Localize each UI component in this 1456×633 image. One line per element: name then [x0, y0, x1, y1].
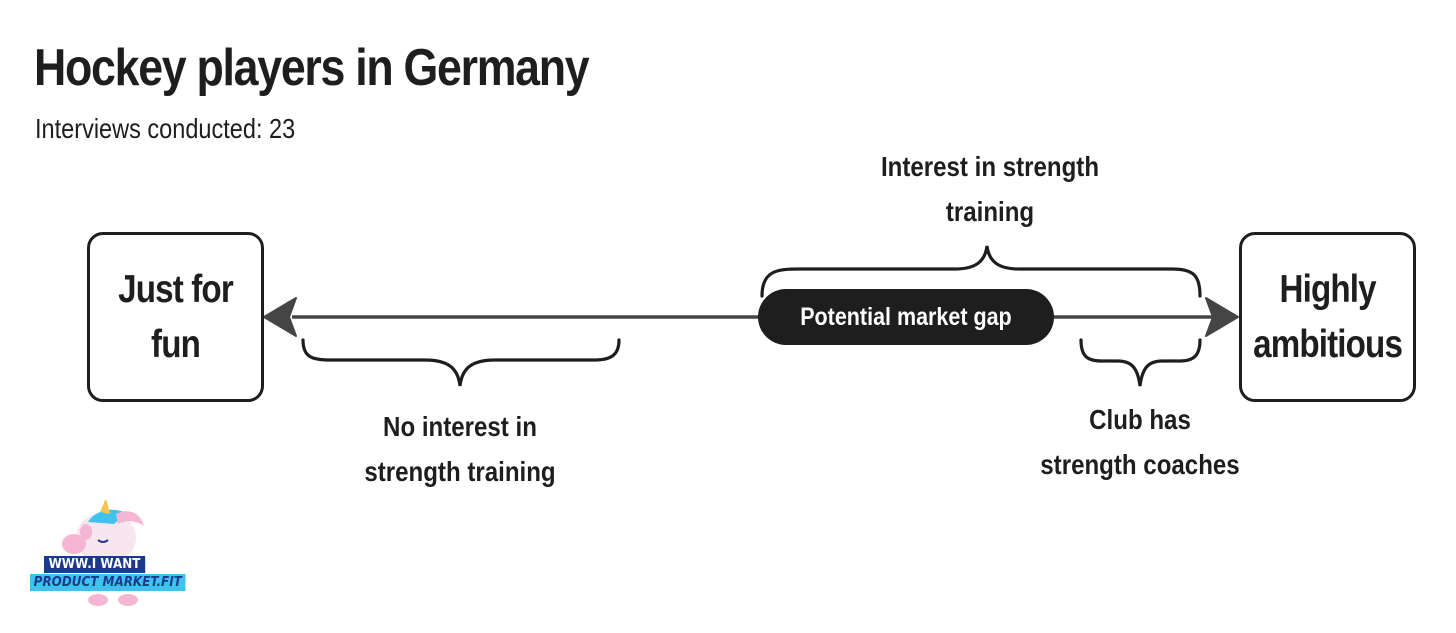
bottom-left-brace [301, 338, 621, 387]
diagram-title: Hockey players in Germany [34, 39, 590, 97]
node-just-for-fun-label: Just for fun [118, 268, 234, 366]
logo-text-line2: PRODUCT MARKET.FIT [30, 574, 186, 591]
logo-text-line1: WWW.I WANT [44, 556, 146, 573]
top-brace-label: Interest in strength training [880, 151, 1100, 227]
node-just-for-fun: Just for fun [87, 232, 264, 402]
bottom-right-brace [1079, 338, 1202, 387]
unicorn-logo-icon [62, 500, 144, 606]
market-gap-pill: Potential market gap [758, 289, 1054, 345]
diagram-subtitle: Interviews conducted: 23 [35, 113, 296, 144]
bottom-left-brace-label: No interest in strength training [364, 411, 556, 487]
market-gap-label: Potential market gap [800, 302, 1012, 331]
node-highly-ambitious: Highly ambitious [1239, 232, 1416, 402]
top-brace [760, 245, 1202, 298]
left-arrowhead [263, 297, 297, 337]
bottom-right-brace-label: Club has strength coaches [1040, 404, 1240, 480]
right-arrowhead [1205, 297, 1239, 337]
node-highly-ambitious-label: Highly ambitious [1253, 268, 1403, 366]
